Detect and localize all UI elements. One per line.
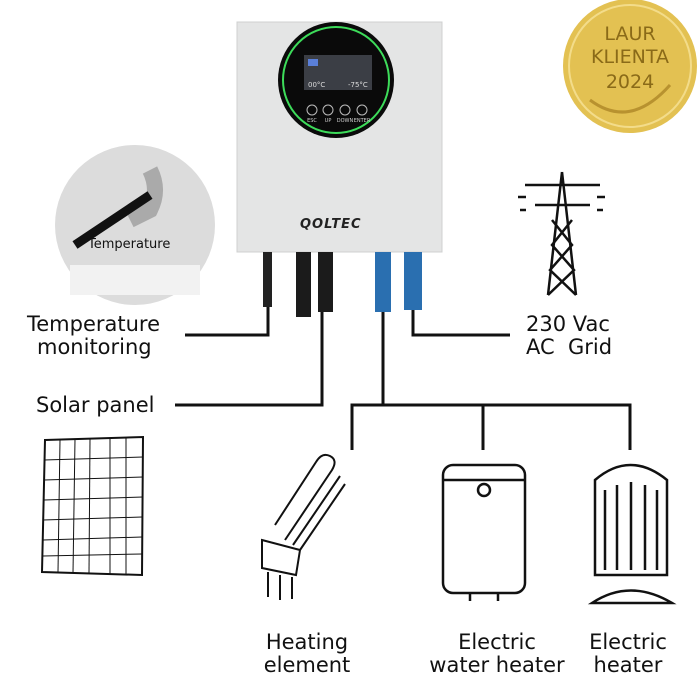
down-button-label: DOWN: [337, 118, 354, 124]
electric-heater-label: Electric heater: [589, 630, 667, 677]
button-labels: ESC UP DOWN ENTER: [307, 118, 371, 124]
solar-panel-icon: [40, 435, 145, 577]
electric-heater-icon: [587, 463, 677, 605]
svg-text:KLIENTA: KLIENTA: [591, 46, 669, 68]
load-bus: [350, 403, 632, 450]
laurel-icon: [589, 84, 672, 114]
grid-label: 230 Vac AC Grid: [526, 312, 613, 359]
water-heater-icon: [441, 463, 527, 601]
water-heater-label: Electric water heater: [429, 630, 565, 677]
temperature-monitoring-label: Temperature monitoring: [27, 312, 161, 359]
load-connector: [375, 252, 391, 312]
down-button[interactable]: [339, 104, 351, 116]
heating-element-label: Heating element: [263, 630, 351, 677]
heating-element-icon: [261, 453, 346, 600]
svg-text:LAUR: LAUR: [604, 23, 655, 45]
up-button[interactable]: [322, 104, 334, 116]
brand-logo: QOLTEC: [300, 217, 362, 232]
esc-button[interactable]: [306, 104, 318, 116]
temperature-wire: [185, 300, 270, 337]
solar-panel-label: Solar panel: [36, 393, 155, 417]
solar-connector-1: [296, 252, 311, 317]
inset-label: Temperature: [87, 237, 170, 252]
sensor-cable: [72, 191, 153, 249]
power-pylon-icon: [518, 171, 605, 296]
grid-connector: [404, 252, 422, 310]
temperature-connector: [263, 252, 272, 307]
status-ring: [282, 26, 390, 134]
lcd-temp-left: 00°C: [308, 81, 325, 89]
controller-device: 00°C -75°C ESC UP DOWN ENTER QOLTEC: [236, 21, 443, 317]
lcd-temp-right: -75°C: [348, 81, 368, 89]
wiring: [175, 300, 632, 450]
solar-connector-2: [318, 252, 333, 312]
grid-wire: [411, 310, 510, 337]
enter-button[interactable]: [356, 104, 368, 116]
svg-text:2024: 2024: [606, 71, 654, 93]
esc-button-label: ESC: [307, 118, 317, 124]
award-badge: LAUR KLIENTA 2024: [563, 0, 697, 133]
up-button-label: UP: [325, 118, 332, 124]
solar-wire: [175, 310, 324, 407]
solar-icon: [308, 59, 318, 66]
control-buttons: [306, 104, 368, 116]
temperature-inset: Temperature: [55, 145, 215, 305]
enter-button-label: ENTER: [354, 118, 371, 124]
